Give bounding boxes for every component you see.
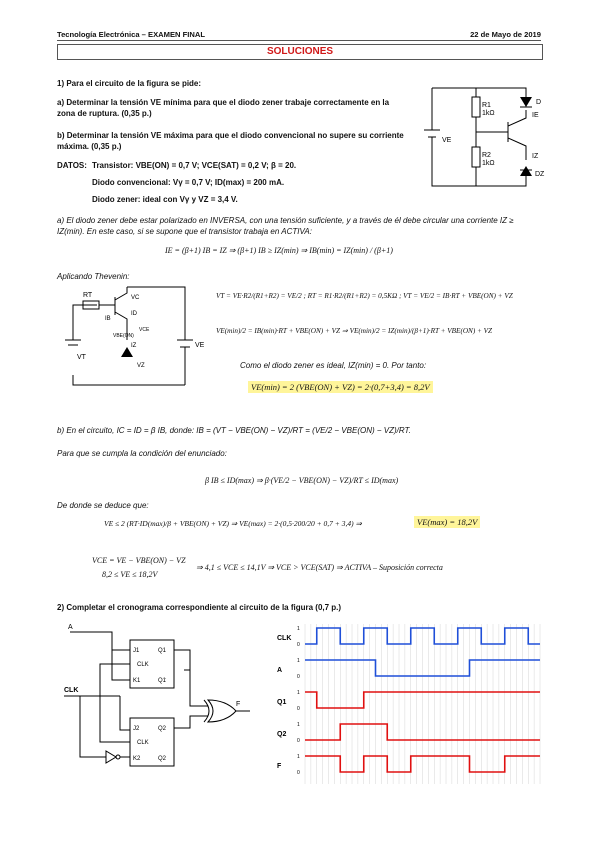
d-label: D: [536, 99, 541, 106]
timing-level-tick: 1: [297, 722, 300, 728]
logic-circuit: A CLK F J1 CLK K1 Q1 Q1 J2 CLK K2 Q2 Q2: [64, 624, 250, 767]
q2-title: 2) Completar el cronograma correspondien…: [57, 603, 342, 612]
sol-b-eq3a: VCE = VE − VBE(ON) − VZ: [92, 556, 186, 565]
sol-b-result: VE(max) = 18,2V: [414, 516, 481, 528]
datos-diodo: Diodo convencional: Vγ = 0,7 V; ID(max) …: [92, 178, 285, 187]
sol-b-eq2: VE ≤ 2 (RT·ID(max)/β + VBE(ON) + VZ) ⇒ V…: [104, 519, 362, 528]
ve-label: VE: [442, 137, 452, 144]
id-label: ID: [131, 311, 138, 317]
ff2-clk: CLK: [137, 740, 149, 746]
sol-b-cond: Para que se cumpla la condición del enun…: [57, 449, 227, 458]
timing-wave-clk: [305, 627, 540, 645]
datos-transistor: Transistor: VBE(ON) = 0,7 V; VCE(SAT) = …: [92, 161, 297, 170]
ib-label: IB: [105, 316, 111, 322]
circuit-diagram-1: VE R1 1kΩ R2 1kΩ D IE IZ DZ: [424, 87, 545, 187]
vz-label: VZ: [137, 363, 145, 369]
timing-level-tick: 1: [297, 690, 300, 696]
timing-label-clk: CLK: [277, 635, 291, 642]
timing-label-a: A: [277, 667, 282, 674]
sol-b-deduce: De donde se deduce que:: [57, 501, 149, 510]
page-title: SOLUCIONES: [57, 44, 543, 60]
r2-label: R2: [482, 152, 491, 159]
header-rule: [57, 40, 541, 41]
ie-label: IE: [532, 112, 539, 119]
header-left: Tecnología Electrónica – EXAMEN FINAL: [57, 30, 205, 39]
thevenin-label: Aplicando Thevenin:: [57, 272, 130, 281]
header-right: 22 de Mayo de 2019: [470, 30, 541, 39]
timing-level-tick: 1: [297, 626, 300, 632]
vc-label: VC: [131, 295, 140, 301]
logic-a-label: A: [68, 624, 73, 631]
iz-label: IZ: [532, 153, 539, 160]
ve-th-label: VE: [195, 342, 205, 349]
sol-a-eq3: VE(min)/2 = IB(min)·RT + VBE(ON) + VZ ⇒ …: [216, 327, 493, 335]
timing-level-tick: 0: [297, 674, 300, 680]
timing-wave-q1: [305, 691, 540, 709]
q1-b: b) Determinar la tensión VE máxima para …: [57, 131, 404, 151]
timing-level-tick: 0: [297, 706, 300, 712]
timing-level-tick: 0: [297, 770, 300, 776]
timing-wave-a: [305, 659, 540, 677]
timing-label-q1: Q1: [277, 699, 286, 706]
r1-value: 1kΩ: [482, 110, 495, 117]
ff1-k: K1: [133, 678, 141, 684]
sol-b-eq3c: ⇒ 4,1 ≤ VCE ≤ 14,1V ⇒ VCE > VCE(SAT) ⇒ A…: [196, 563, 443, 572]
datos-zener: Diodo zener: ideal con Vγ y VZ = 3,4 V.: [92, 195, 238, 204]
sol-a-eq2: VT = VE·R2/(R1+R2) = VE/2 ; RT = R1·R2/(…: [216, 292, 513, 300]
vce-label: VCE: [139, 327, 150, 333]
timing-label-f: F: [277, 763, 282, 770]
iz-th-label: IZ: [131, 343, 137, 349]
ff1-j: J1: [133, 648, 140, 654]
sol-a-result: VE(min) = 2 (VBE(ON) + VZ) = 2·(0,7+3,4)…: [248, 381, 433, 393]
ff2-j: J2: [133, 726, 140, 732]
ff1-q: Q1: [158, 648, 167, 654]
sol-b-intro: b) En el circuito, IC = ID = β IB, donde…: [57, 426, 411, 435]
sol-b-eq1: β IB ≤ ID(max) ⇒ β·(VE/2 − VBE(ON) − VZ)…: [205, 476, 399, 485]
ff2-k: K2: [133, 756, 141, 762]
ff2-qn: Q2: [158, 756, 167, 762]
timing-label-q2: Q2: [277, 731, 286, 738]
datos-label: DATOS:: [57, 161, 87, 170]
ff1-clk: CLK: [137, 662, 149, 668]
q1-title: 1) Para el circuito de la figura se pide…: [57, 79, 202, 88]
vbe-label: VBE(ON): [113, 333, 134, 339]
timing-level-tick: 0: [297, 738, 300, 744]
timing-level-tick: 0: [297, 642, 300, 648]
thevenin-circuit: RT IB VT VBE(ON) VC ID VCE IZ VZ VE: [65, 286, 205, 386]
timing-wave-q2: [305, 723, 540, 741]
sol-a-eq1: IE = (β+1) IB = IZ ⇒ (β+1) IB ≥ IZ(min) …: [165, 246, 393, 255]
sol-a-ideal: Como el diodo zener es ideal, IZ(min) = …: [240, 361, 427, 370]
rt-label: RT: [83, 292, 93, 299]
dz-label: DZ: [535, 171, 545, 178]
r1-label: R1: [482, 102, 491, 109]
logic-f-label: F: [236, 701, 240, 708]
vt-label: VT: [77, 354, 87, 361]
ff1-qn: Q1: [158, 678, 167, 684]
sol-b-eq3b: 8,2 ≤ VE ≤ 18,2V: [102, 570, 158, 579]
timing-level-tick: 1: [297, 754, 300, 760]
q1-a: a) Determinar la tensión VE mínima para …: [57, 98, 390, 118]
timing-wave-f: [305, 755, 540, 773]
ff2-q: Q2: [158, 726, 167, 732]
sol-a-intro: a) El diodo zener debe estar polarizado …: [57, 216, 514, 236]
timing-level-tick: 1: [297, 658, 300, 664]
logic-clk-label: CLK: [64, 687, 78, 694]
r2-value: 1kΩ: [482, 160, 495, 167]
